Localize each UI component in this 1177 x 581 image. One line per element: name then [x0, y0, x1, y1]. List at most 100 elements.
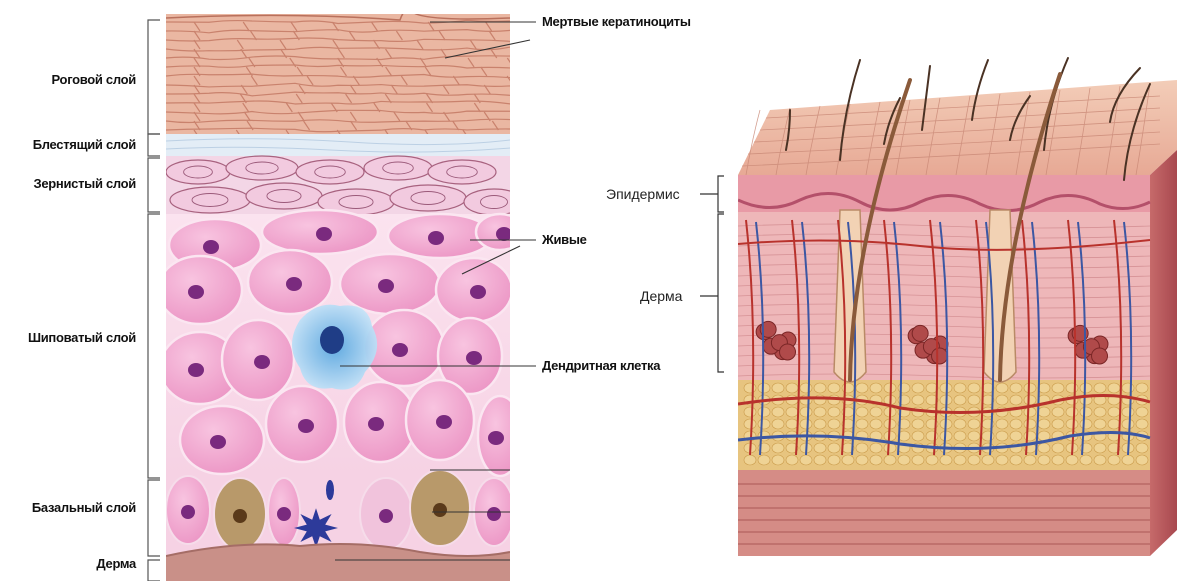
fat-cell [814, 419, 826, 429]
cell-nucleus [466, 351, 482, 365]
fat-cell [870, 443, 882, 453]
label-stratum-basale: Базальный слой [16, 500, 136, 515]
basal-nucleus [233, 509, 247, 523]
fat-cell [954, 419, 966, 429]
fat-cell [968, 431, 980, 441]
fat-cell [996, 395, 1008, 405]
muscle-band [738, 470, 1150, 556]
fat-cell [1108, 455, 1120, 465]
cell-nucleus [316, 227, 332, 241]
fat-cell [786, 407, 798, 417]
fat-cell [1094, 419, 1106, 429]
fat-cell [758, 455, 770, 465]
basal-nucleus [277, 507, 291, 521]
cell-nucleus [203, 240, 219, 254]
fat-cell [800, 407, 812, 417]
sweat-gland [932, 348, 948, 364]
label-epidermis-right: Эпидермис [606, 186, 680, 202]
label-stratum-corneum: Роговой слой [34, 72, 136, 87]
fat-cell [1066, 383, 1078, 393]
fat-cell [1080, 383, 1092, 393]
fat-cell [1066, 455, 1078, 465]
fat-cell [968, 395, 980, 405]
fat-cell [1052, 407, 1064, 417]
granulosum-cell [364, 156, 432, 180]
granulosum-cell [428, 160, 496, 184]
fat-cell [772, 383, 784, 393]
fat-cell [968, 383, 980, 393]
fat-cell [954, 383, 966, 393]
fat-cell [814, 455, 826, 465]
fat-cell [926, 455, 938, 465]
fat-cell [940, 455, 952, 465]
fat-cell [744, 383, 756, 393]
fat-cell [744, 455, 756, 465]
fat-cell [912, 419, 924, 429]
fat-cell [1052, 419, 1064, 429]
fat-cell [870, 419, 882, 429]
fat-cell [772, 419, 784, 429]
fat-cell [1066, 419, 1078, 429]
basal-nucleus [379, 509, 393, 523]
fat-cell [1038, 407, 1050, 417]
layer-bracket [148, 560, 160, 581]
cell-nucleus [254, 355, 270, 369]
fat-cell [800, 419, 812, 429]
fat-cell [898, 455, 910, 465]
fat-cell [786, 419, 798, 429]
sweat-gland [1092, 348, 1108, 364]
label-stratum-granulosum: Зернистый слой [16, 176, 136, 191]
fat-cell [884, 455, 896, 465]
fat-cell [996, 419, 1008, 429]
layer-brackets [148, 20, 160, 581]
fat-cell [758, 419, 770, 429]
fat-cell [1122, 383, 1134, 393]
fat-cell [1094, 455, 1106, 465]
stratum-lucidum-region [166, 134, 510, 158]
sweat-gland [912, 325, 928, 341]
fat-cell [1066, 407, 1078, 417]
fat-cell [758, 407, 770, 417]
label-stratum-spinosum: Шиповатый слой [16, 330, 136, 345]
fat-cell [982, 455, 994, 465]
right-brackets [700, 176, 724, 372]
fat-cell [1080, 407, 1092, 417]
fat-cell [968, 419, 980, 429]
fat-cell [1080, 419, 1092, 429]
fat-cell [968, 455, 980, 465]
fat-cell [912, 395, 924, 405]
granulosum-cell [390, 185, 466, 211]
fat-cell [856, 407, 868, 417]
fat-cell [1136, 407, 1148, 417]
skin-block-3d [738, 58, 1177, 556]
label-dermis-right: Дерма [640, 288, 682, 304]
fat-cell [1094, 383, 1106, 393]
fat-cell [954, 395, 966, 405]
callout-dead-keratinocytes: Мертвые кератиноциты [542, 14, 691, 29]
fat-cell [772, 443, 784, 453]
fat-cell [1108, 407, 1120, 417]
fat-cell [1080, 455, 1092, 465]
granulosum-cell [226, 156, 298, 180]
fat-cell [1010, 395, 1022, 405]
fat-cell [1024, 431, 1036, 441]
fat-cell [1010, 431, 1022, 441]
fat-cell [786, 383, 798, 393]
fat-cell [996, 383, 1008, 393]
cell-nucleus [298, 419, 314, 433]
granulosum-cell [246, 183, 322, 209]
fat-cell [758, 383, 770, 393]
fat-cell [996, 455, 1008, 465]
block-side-face [1150, 150, 1177, 556]
fat-cell [856, 383, 868, 393]
fat-cell [1024, 419, 1036, 429]
fat-cell [856, 455, 868, 465]
fat-cell [786, 455, 798, 465]
fat-cell [870, 455, 882, 465]
fat-cell [1136, 455, 1148, 465]
cell-nucleus [496, 227, 512, 241]
fat-cell [1052, 455, 1064, 465]
fat-cell [1010, 383, 1022, 393]
